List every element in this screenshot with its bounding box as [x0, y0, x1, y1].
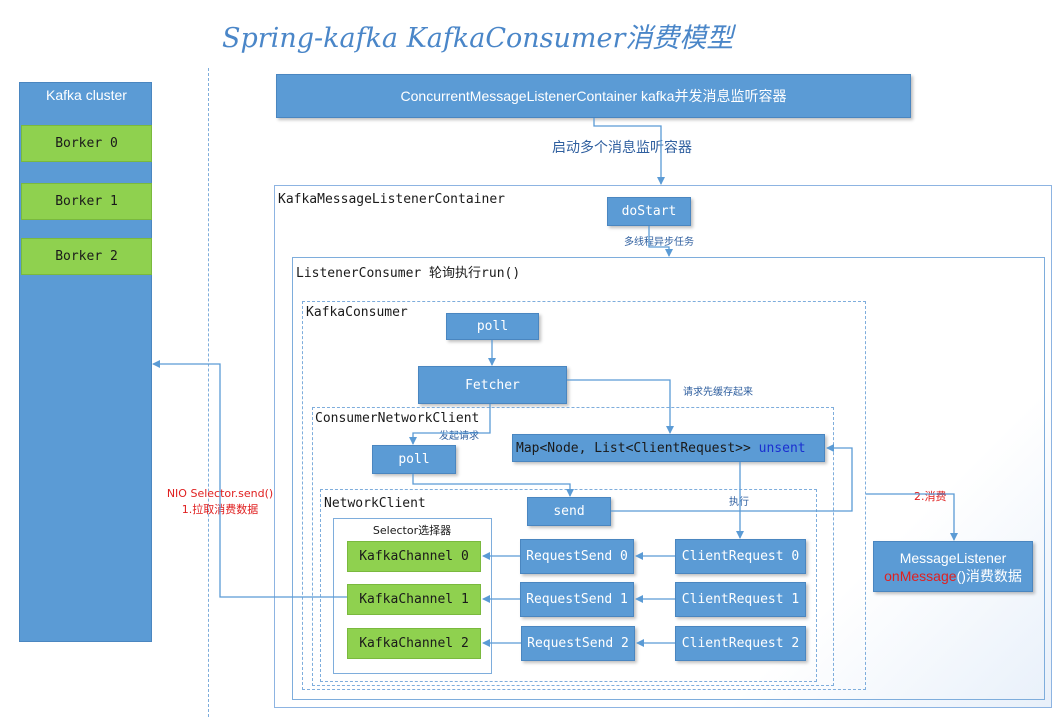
arrow-fetcher-to-poll [409, 404, 491, 445]
arrow-fetcher-to-map [567, 379, 674, 434]
arrow-consume [866, 493, 958, 541]
kafka-cluster: Kafka cluster Borker 0 Borker 1 Borker 2 [19, 82, 152, 642]
message-listener-title: MessageListener [899, 549, 1007, 566]
on-message-suffix: ()消费数据 [956, 567, 1022, 584]
listener-container-title: KafkaMessageListenerContainer [278, 192, 505, 207]
cache-requests-label: 请求先缓存起来 [683, 387, 753, 398]
broker-1: Borker 1 [21, 183, 152, 220]
consume-label: 2.消费 [914, 490, 947, 503]
kafka-consumer-poll: poll [446, 313, 539, 340]
unsent-map-type: Map<Node, List<ClientRequest>> [516, 440, 759, 456]
consumer-network-client: ConsumerNetworkClient [312, 407, 834, 686]
execute-label: 执行 [729, 497, 749, 508]
network-client-poll: poll [372, 445, 456, 474]
kafka-consumer-title: KafkaConsumer [306, 305, 408, 320]
request-send-2: RequestSend 2 [521, 626, 635, 661]
selector-title: Selector选择器 [372, 524, 452, 537]
client-request-0: ClientRequest 0 [675, 539, 806, 574]
arrow-poll-to-send [412, 474, 574, 497]
kafka-channel-0: KafkaChannel 0 [347, 541, 481, 572]
listener-consumer: ListenerConsumer 轮询执行run() [292, 257, 1045, 700]
client-request-2: ClientRequest 2 [675, 626, 806, 661]
unsent-map-box: Map<Node, List<ClientRequest>> unsent [512, 434, 825, 462]
arrow-do-start [648, 226, 673, 257]
broker-2: Borker 2 [21, 238, 152, 275]
kafka-consumer: KafkaConsumer [302, 301, 866, 690]
request-send-1: RequestSend 1 [520, 582, 634, 617]
message-listener: MessageListener onMessage()消费数据 [873, 541, 1033, 592]
selector: Selector选择器 [333, 518, 492, 674]
do-start-box: doStart [607, 197, 691, 226]
broker-0: Borker 0 [21, 125, 152, 162]
listener-consumer-title: ListenerConsumer 轮询执行run() [296, 266, 521, 281]
kafka-channel-2: KafkaChannel 2 [347, 628, 481, 659]
arrow-channel-to-cluster [152, 360, 347, 598]
concurrent-listener-container: ConcurrentMessageListenerContainer kafka… [276, 74, 911, 118]
kafka-cluster-title: Kafka cluster [46, 87, 127, 103]
send-request-label: 发起请求 [439, 431, 479, 442]
client-request-1: ClientRequest 1 [675, 582, 806, 617]
start-containers-label: 启动多个消息监听容器 [552, 140, 692, 156]
arrow-send-to-map [611, 444, 853, 512]
network-client-title: NetworkClient [324, 496, 426, 511]
consumer-network-client-title: ConsumerNetworkClient [315, 411, 480, 426]
request-send-0: RequestSend 0 [520, 539, 634, 574]
diagram-title: Spring-kafka KafkaConsumer消费模型 [222, 23, 734, 54]
on-message-line: onMessage()消费数据 [884, 567, 1022, 585]
fetcher-box: Fetcher [418, 366, 567, 404]
separator-line [208, 68, 209, 717]
unsent-map-name: unsent [758, 440, 806, 456]
on-message-method: onMessage [884, 567, 957, 584]
send-box: send [527, 497, 611, 526]
arrow-start-containers [593, 118, 665, 185]
async-task-label: 多线程异步任务 [624, 237, 694, 248]
kafka-channel-1: KafkaChannel 1 [347, 584, 481, 615]
